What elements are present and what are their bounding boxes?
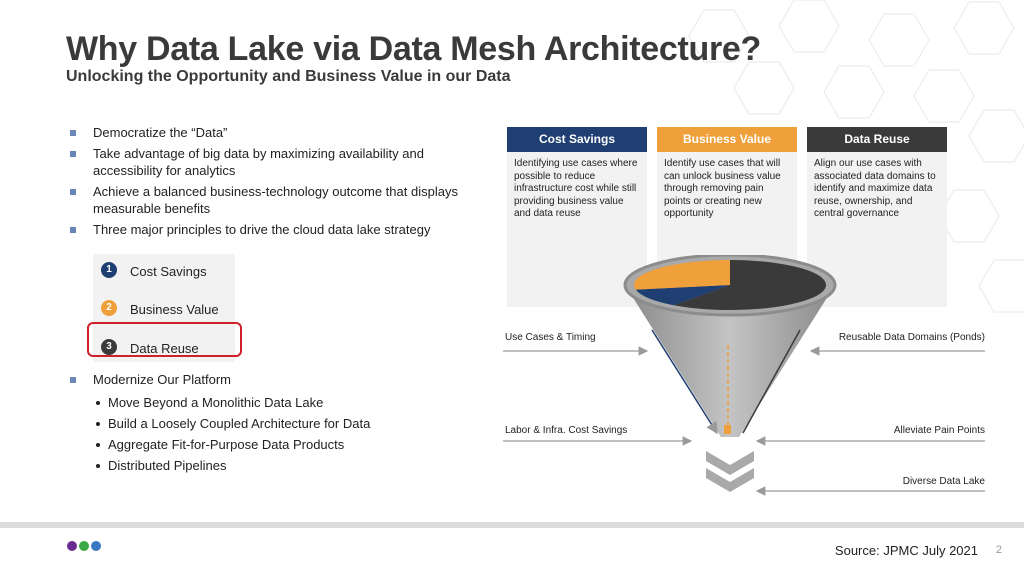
list-item: Move Beyond a Monolithic Data Lake [68,394,488,411]
principle-label: Cost Savings [130,264,207,279]
funnel-pie-chart [634,260,826,310]
page-number: 2 [995,544,1002,556]
column-header: Data Reuse [807,127,947,152]
dark-flow-arrow [742,329,801,434]
modernize-heading: Modernize Our Platform [93,372,231,387]
bullet-dot-icon [96,464,100,468]
funnel-right-label: Alleviate Pain Points [893,425,985,436]
funnel-left-label: Use Cases & Timing [505,332,596,343]
list-item-text: Distributed Pipelines [108,458,227,473]
column-body: Align our use cases with associated data… [814,158,936,219]
list-item-text: Aggregate Fit-for-Purpose Data Products [108,437,345,452]
bullet-dot-icon [96,422,100,426]
principle-label: Business Value [130,302,219,317]
column-header: Business Value [657,127,797,152]
bullet-list: Democratize the “Data” Take advantage of… [68,124,488,242]
chevron-down-icon [706,451,754,492]
data-reuse-highlight-box [87,322,242,357]
slide-subtitle: Unlocking the Opportunity and Business V… [66,68,511,85]
pie-slice-cost-savings [635,285,730,306]
bullet-square-icon [70,151,76,157]
funnel-right-label: Diverse Data Lake [902,476,985,487]
bullet-square-icon [70,227,76,233]
pie-slice-business-value [634,260,730,290]
funnel-body [625,285,835,437]
bullet-item: Democratize the “Data” [68,124,488,141]
column-body: Identify use cases that will can unlock … [664,158,781,219]
column-business-value: Business Value Identify use cases that w… [657,127,797,307]
list-item: Build a Loosely Coupled Architecture for… [68,415,488,432]
brand-dots-logo [67,538,103,556]
pie-slice-data-reuse [673,260,826,310]
list-item: Aggregate Fit-for-Purpose Data Products [68,436,488,453]
bullet-text: Achieve a balanced business-technology o… [93,184,458,216]
blue-dot-icon [91,541,101,551]
source-citation: Source: JPMC July 2021 [834,543,978,558]
number-badge-icon: 1 [101,262,117,278]
list-item-text: Move Beyond a Monolithic Data Lake [108,395,324,410]
bullet-item: Take advantage of big data by maximizing… [68,145,488,179]
bullet-text: Take advantage of big data by maximizing… [93,146,424,178]
bullet-item: Achieve a balanced business-technology o… [68,183,488,217]
bullet-text: Democratize the “Data” [93,125,228,140]
green-dot-icon [79,541,89,551]
funnel-diagram: Use Cases & Timing Labor & Infra. Cost S… [495,255,995,515]
bullet-square-icon [70,377,76,383]
blue-flow-arrow [651,329,718,435]
bullet-dot-icon [96,401,100,405]
principle-label: Data Reuse [130,341,199,356]
bullet-item: Modernize Our Platform [68,371,488,388]
bullet-square-icon [70,130,76,136]
column-body: Identifying use cases where possible to … [514,158,638,219]
modernize-section: Modernize Our Platform Move Beyond a Mon… [68,371,488,478]
funnel-left-label: Labor & Infra. Cost Savings [505,425,628,436]
slide-title: Why Data Lake via Data Mesh Architecture… [66,30,761,68]
principles-panel: 1 Cost Savings 2 Business Value 3 Data R… [93,254,235,362]
modernize-list: Move Beyond a Monolithic Data Lake Build… [68,394,488,474]
orange-tip [724,425,731,434]
number-badge-icon: 2 [101,300,117,316]
bullet-item: Three major principles to drive the clou… [68,221,488,238]
list-item: Distributed Pipelines [68,457,488,474]
funnel-right-label: Reusable Data Domains (Ponds) [838,332,985,343]
bullet-square-icon [70,189,76,195]
purple-dot-icon [67,541,77,551]
number-badge-icon: 3 [101,339,117,355]
column-cost-savings: Cost Savings Identifying use cases where… [507,127,647,307]
bullet-text: Three major principles to drive the clou… [93,222,431,237]
list-item-text: Build a Loosely Coupled Architecture for… [108,416,371,431]
footer-divider [0,522,1024,528]
bullet-dot-icon [96,443,100,447]
column-header: Cost Savings [507,127,647,152]
